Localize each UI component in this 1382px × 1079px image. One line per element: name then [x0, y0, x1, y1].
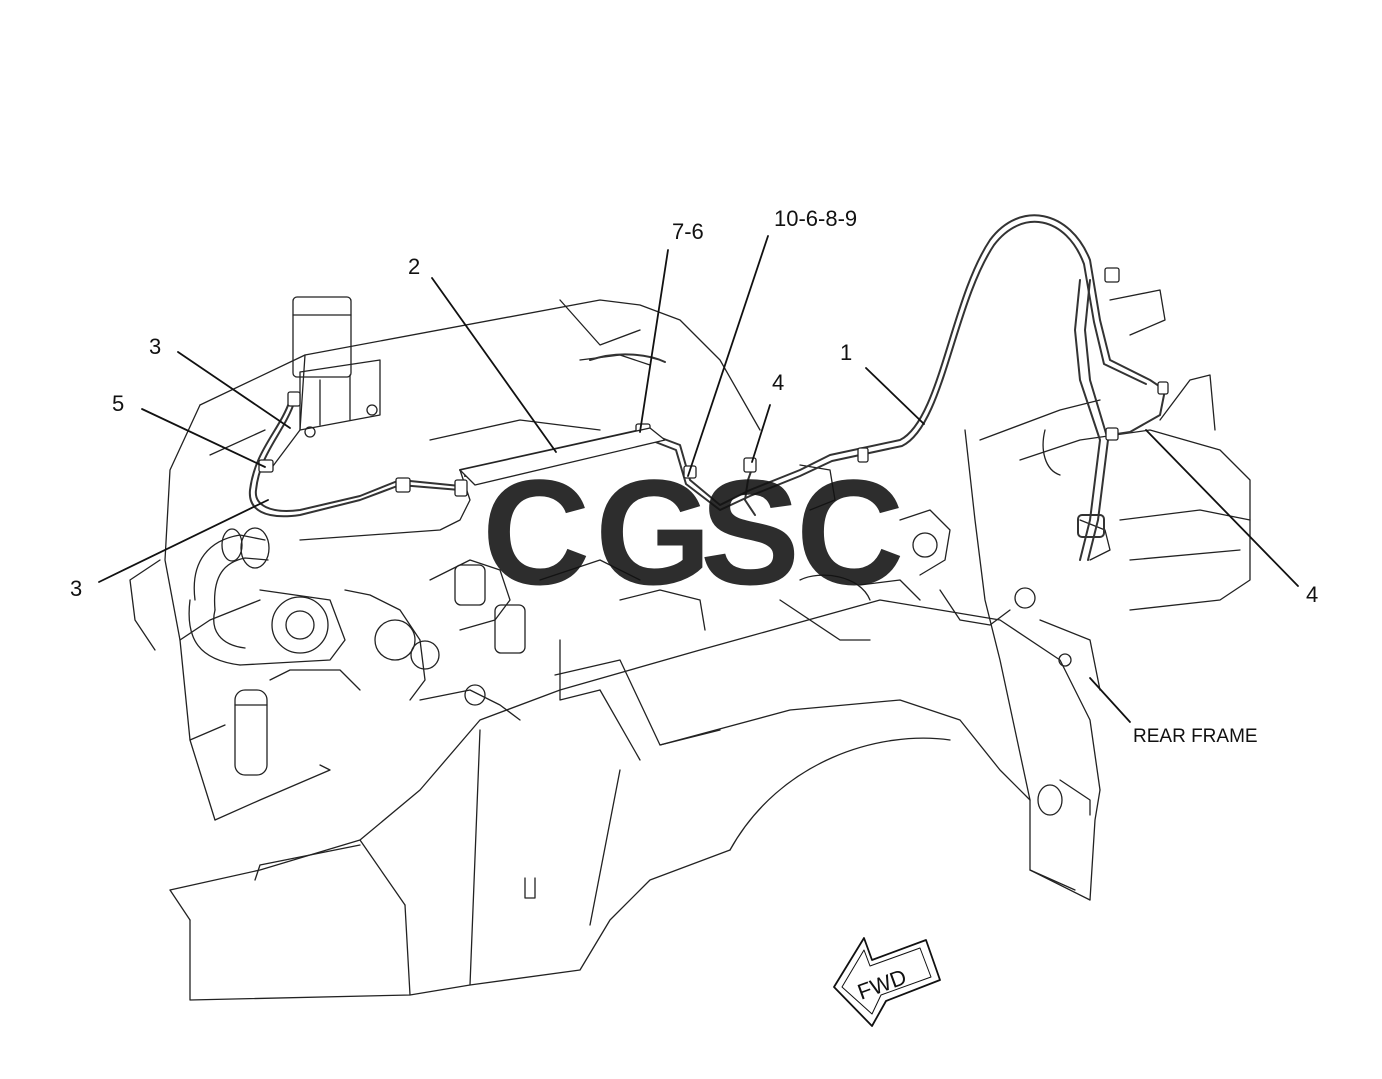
- leader-3-upper: [177, 351, 291, 429]
- leader-3-lower: [98, 499, 269, 583]
- watermark-letter-4: C: [796, 448, 904, 616]
- callout-labels: 3 5 3 2 7-6 10-6-8-9 4 1 4 REAR FRAME: [70, 206, 1318, 747]
- callout-5: 5: [112, 391, 124, 416]
- callout-4-right: 4: [1306, 582, 1318, 607]
- leader-rear-frame: [1089, 677, 1131, 723]
- leader-4-center: [751, 404, 771, 463]
- leader-2: [431, 277, 557, 453]
- watermark-letter-3: S: [700, 448, 800, 616]
- engine-core: [344, 559, 706, 721]
- leader-7-6: [639, 249, 669, 433]
- watermark-letter-1: C: [482, 448, 590, 616]
- fwd-arrow: FWD: [833, 937, 941, 1027]
- cgsc-watermark: C G S C: [482, 448, 904, 616]
- upper-component-block: [292, 296, 381, 438]
- watermark-letter-2: G: [595, 448, 712, 616]
- intake-pipe: [188, 527, 346, 666]
- callout-10-6-8-9: 10-6-8-9: [774, 206, 857, 231]
- callout-3-upper: 3: [149, 334, 161, 359]
- leader-10-6-8-9: [687, 235, 769, 477]
- leader-1: [865, 367, 925, 425]
- leader-lines: [98, 235, 1299, 723]
- callout-1: 1: [840, 340, 852, 365]
- lower-left-filter: [189, 669, 361, 821]
- rear-frame: [964, 289, 1251, 901]
- leader-5: [141, 408, 266, 468]
- lower-frame-body: [169, 599, 1101, 1001]
- rear-frame-label: REAR FRAME: [1133, 726, 1258, 747]
- callout-7-6: 7-6: [672, 219, 704, 244]
- leader-4-right: [1145, 429, 1299, 587]
- harness-connectors: [258, 267, 1169, 497]
- callout-4-center: 4: [772, 370, 784, 395]
- harness-cover-bar: [459, 427, 666, 486]
- callout-3-lower: 3: [70, 576, 82, 601]
- callout-2: 2: [408, 254, 420, 279]
- wiring-harness: [248, 214, 1166, 561]
